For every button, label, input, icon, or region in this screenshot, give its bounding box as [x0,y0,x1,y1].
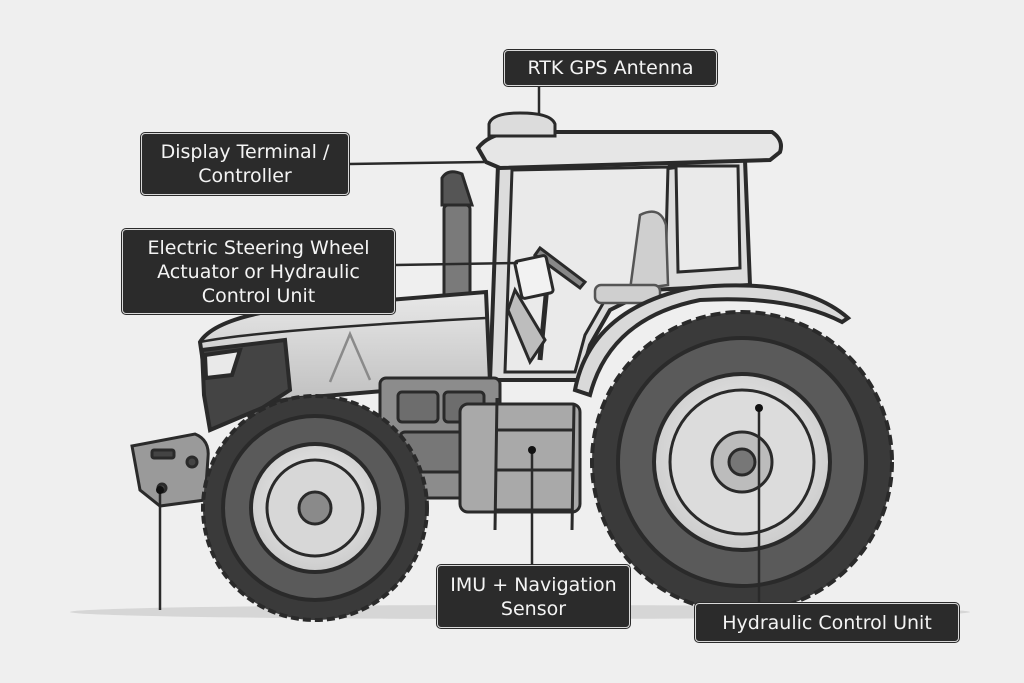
leader-steering [394,261,519,267]
side-tank [458,402,582,514]
label-hydraulic-control-unit: Hydraulic Control Unit [694,602,960,643]
rear-fender [572,283,852,398]
rear-wheel [590,310,894,614]
label-display-terminal: Display Terminal / Controller [140,132,350,196]
leader-dots [156,404,763,494]
leader-lines [158,86,761,610]
leader-display [348,160,485,166]
cab-steps [493,397,576,531]
exhaust-stack [440,170,475,307]
front-grille [199,337,293,433]
label-imu-navigation-sensor: IMU + Navigation Sensor [436,564,631,629]
front-wheel [201,394,429,622]
seat [593,210,670,305]
label-steering-actuator: Electric Steering Wheel Actuator or Hydr… [121,228,396,315]
display-terminal-icon [513,254,555,300]
front-weight [130,432,210,508]
gps-antenna-icon [487,111,557,138]
cab [487,157,753,382]
label-rtk-gps-antenna: RTK GPS Antenna [503,49,718,87]
cab-roof [475,130,783,171]
